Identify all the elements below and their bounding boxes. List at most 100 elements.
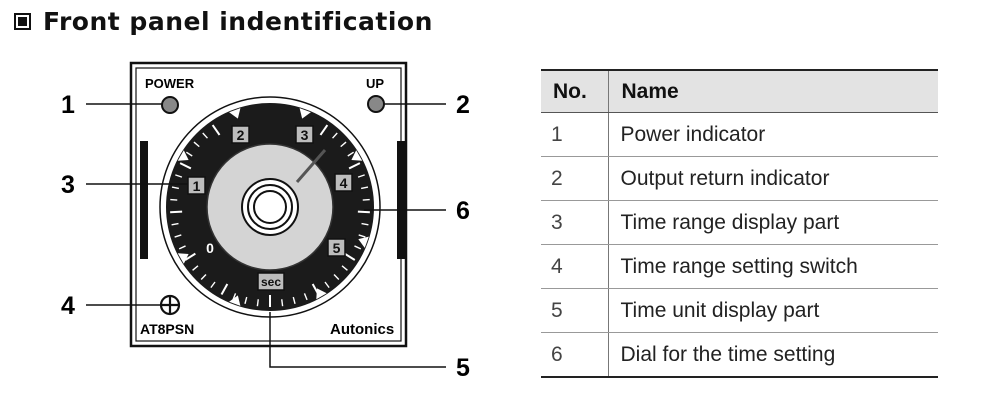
dial-tick [193,141,200,148]
dial-tick [179,162,192,170]
section-heading: Front panel indentification [14,4,433,38]
dial-tick [170,210,183,214]
right-side-bar [397,141,405,259]
dial-tick [185,151,193,157]
dial-pointer [295,149,327,183]
dial-tick [200,273,207,281]
dial-triangle-marker [177,253,189,264]
range-mark-label: 4 [340,175,348,191]
dial-tick [171,222,179,226]
zero-label: 0 [206,240,214,256]
dial-tick [211,124,221,136]
callout-number-5: 5 [456,354,470,382]
dial-tick [354,245,362,250]
dial-tick [281,299,284,307]
row-name: Power indicator [608,112,938,157]
front-panel-diagram: POWER UP 1 2 3 4 5 0 sec AT8PSN Autonics [61,61,470,382]
dial-tick [347,151,355,157]
dial-triangle-marker [299,108,311,119]
power-label: POWER [145,76,195,91]
row-name: Output return indicator [608,156,938,201]
up-indicator-led [367,95,385,113]
range-mark-label: 2 [237,127,245,143]
column-header-no: No. [541,70,609,113]
dial-tick [357,210,370,214]
table-row: 5 Time unit display part [541,288,938,333]
row-number: 5 [541,288,609,333]
knob-center-ring-2 [247,184,293,230]
dial-tick [362,198,370,201]
dial-tick [361,222,369,226]
model-label: AT8PSN [140,321,194,337]
dial-tick [358,234,366,238]
dial-triangle-marker [316,288,327,300]
callout-number-6: 6 [456,197,470,225]
dial-triangle-marker [358,236,369,248]
leader-line-5 [269,312,446,368]
dial-tick [341,265,348,271]
dial-tick [340,141,347,148]
identification-table-wrapper: No. Name 1 Power indicator 2 Output retu… [541,69,938,378]
dial-tick [292,296,296,304]
dial-tick [220,283,229,295]
square-bullet-icon [14,12,31,30]
dial-tick [244,296,248,304]
dial-triangle-marker [229,108,241,119]
range-mark-label: 1 [193,178,201,194]
table-row: 1 Power indicator [541,112,938,157]
row-number: 1 [541,112,609,157]
callout-number-3: 3 [61,171,75,199]
dial-tick [202,132,208,139]
dial-tick [303,293,308,301]
row-number: 2 [541,156,609,201]
range-mark-5: 5 [327,238,346,257]
dial-triangle-marker [229,295,241,306]
dial-tick [344,252,356,261]
row-name: Dial for the time setting [620,342,836,366]
dial-tick [333,273,340,281]
dial-triangles [177,108,369,306]
power-indicator-led [161,96,179,114]
row-name: Time range display part [608,200,938,245]
dial-tick [171,186,180,190]
heading-title: Front panel indentification [43,6,433,36]
dial-tick [319,124,329,136]
dial-tick [170,198,178,201]
callout-number-1: 1 [61,91,75,119]
dial-tick [175,174,183,178]
dial-tick [178,245,186,250]
table-row: 2 Output return indicator [541,156,938,201]
dial-tick [332,132,338,139]
dial-tick [357,174,365,178]
row-number: 4 [541,244,609,289]
up-label: UP [366,76,384,91]
dial-tick [256,299,259,307]
unit-display-box [257,272,285,291]
left-side-bar [140,141,148,259]
identification-table: No. Name 1 Power indicator 2 Output retu… [541,69,938,378]
knob-center-cap [253,190,287,224]
dial-tick [324,281,330,289]
row-number: 6 [541,332,609,377]
callout-number-2: 2 [456,91,470,119]
range-mark-4: 4 [334,173,353,192]
row-name: Time range setting switch [608,244,938,289]
row-name: Time unit display part [608,288,938,333]
dial-triangle-marker [351,150,363,161]
dial-triangle-marker [177,150,189,161]
unit-label: sec [261,275,281,289]
range-mark-label: 5 [333,240,341,256]
table-row: 6 Dial for the time setting [541,332,938,377]
brand-label: Autonics [330,321,394,338]
table-row: 4 Time range setting switch [541,244,938,289]
callout-number-4: 4 [61,292,75,320]
table-header-row: No. Name [541,70,938,113]
column-header-name: Name [608,70,938,113]
table-row: 3 Time range display part [541,200,938,245]
dial-tick [360,186,369,190]
dial-ticks [170,124,370,307]
dial-tick [174,234,182,238]
row-number: 3 [541,200,609,245]
range-mark-3: 3 [295,125,314,144]
range-mark-2: 2 [231,125,250,144]
